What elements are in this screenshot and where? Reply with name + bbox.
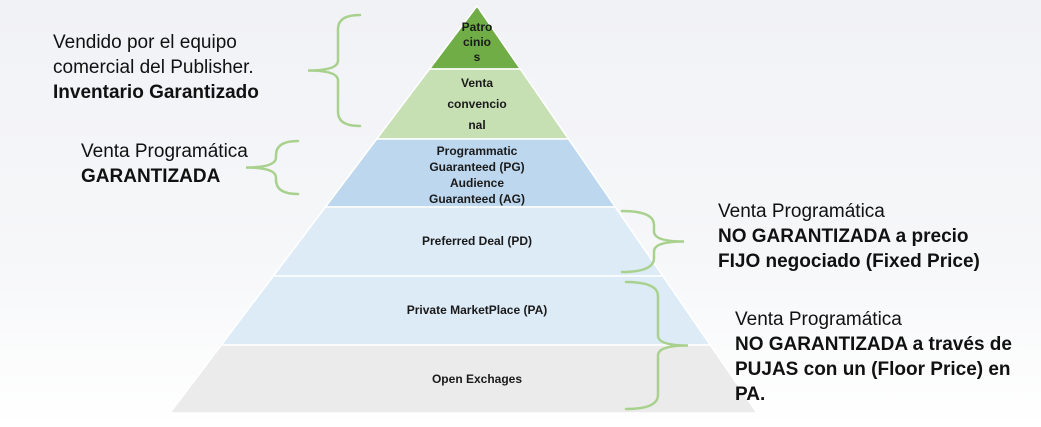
annotation-bold-line: GARANTIZADA [81,166,221,187]
annotation-line: Venta Programática [718,201,885,222]
brace-programatica-garantizada-icon [245,139,300,196]
annotation-line: Venta Programática [735,309,902,330]
annotation-inventario-garantizado: Vendido por el equipo comercial del Publ… [53,30,259,105]
tier-preferred-deal-label: Preferred Deal (PD) [422,234,532,249]
annotation-programatica-garantizada: Venta Programática GARANTIZADA [81,139,248,189]
annotation-bold-line: FIJO negociado (Fixed Price) [718,251,980,272]
annotation-bold-line: PUJAS con un (Floor Price) en PA. [735,359,1011,405]
annotation-line: Venta Programática [81,141,248,162]
tier-label-line: Patro [461,20,493,34]
annotation-no-garantizada-pujas: Venta Programática NO GARANTIZADA a trav… [735,307,1041,407]
tier-label-line: convencio [447,96,507,111]
tier-label-line: cinio [462,35,491,49]
annotation-bold-line: Inventario Garantizado [53,82,259,103]
brace-pujas-icon [624,280,689,411]
tier-venta-convencional-label: Venta convencio nal [447,73,506,136]
tier-label-line: Private MarketPlace (PA) [406,303,548,317]
tier-label-line: s [473,50,481,64]
annotation-bold-line: NO GARANTIZADA a través de [735,334,1012,355]
tier-label-line: Preferred Deal (PD) [421,234,533,248]
tier-label-line: Venta [460,75,494,90]
annotation-no-garantizada-precio-fijo: Venta Programática NO GARANTIZADA a prec… [718,199,980,274]
tier-private-marketplace-label: Private MarketPlace (PA) [407,303,548,318]
tier-label-line: Guaranteed (PG) [429,160,525,174]
annotation-line: Vendido por el equipo [53,32,237,53]
tier-label-line: nal [468,117,486,132]
tier-open-exchanges [168,344,759,414]
tier-label-line: Audience [449,176,505,190]
annotation-line: comercial del Publisher. [53,57,254,78]
annotation-bold-line: NO GARANTIZADA a precio [718,226,969,247]
tier-open-exchanges-label: Open Exchages [432,372,522,387]
tier-label-line: Guaranteed (AG) [428,192,526,206]
tier-label-line: Open Exchages [431,371,523,386]
tier-label-line: Programmatic [436,144,518,158]
brace-inventario-garantizado-icon [307,13,362,128]
brace-precio-fijo-icon [620,209,685,274]
